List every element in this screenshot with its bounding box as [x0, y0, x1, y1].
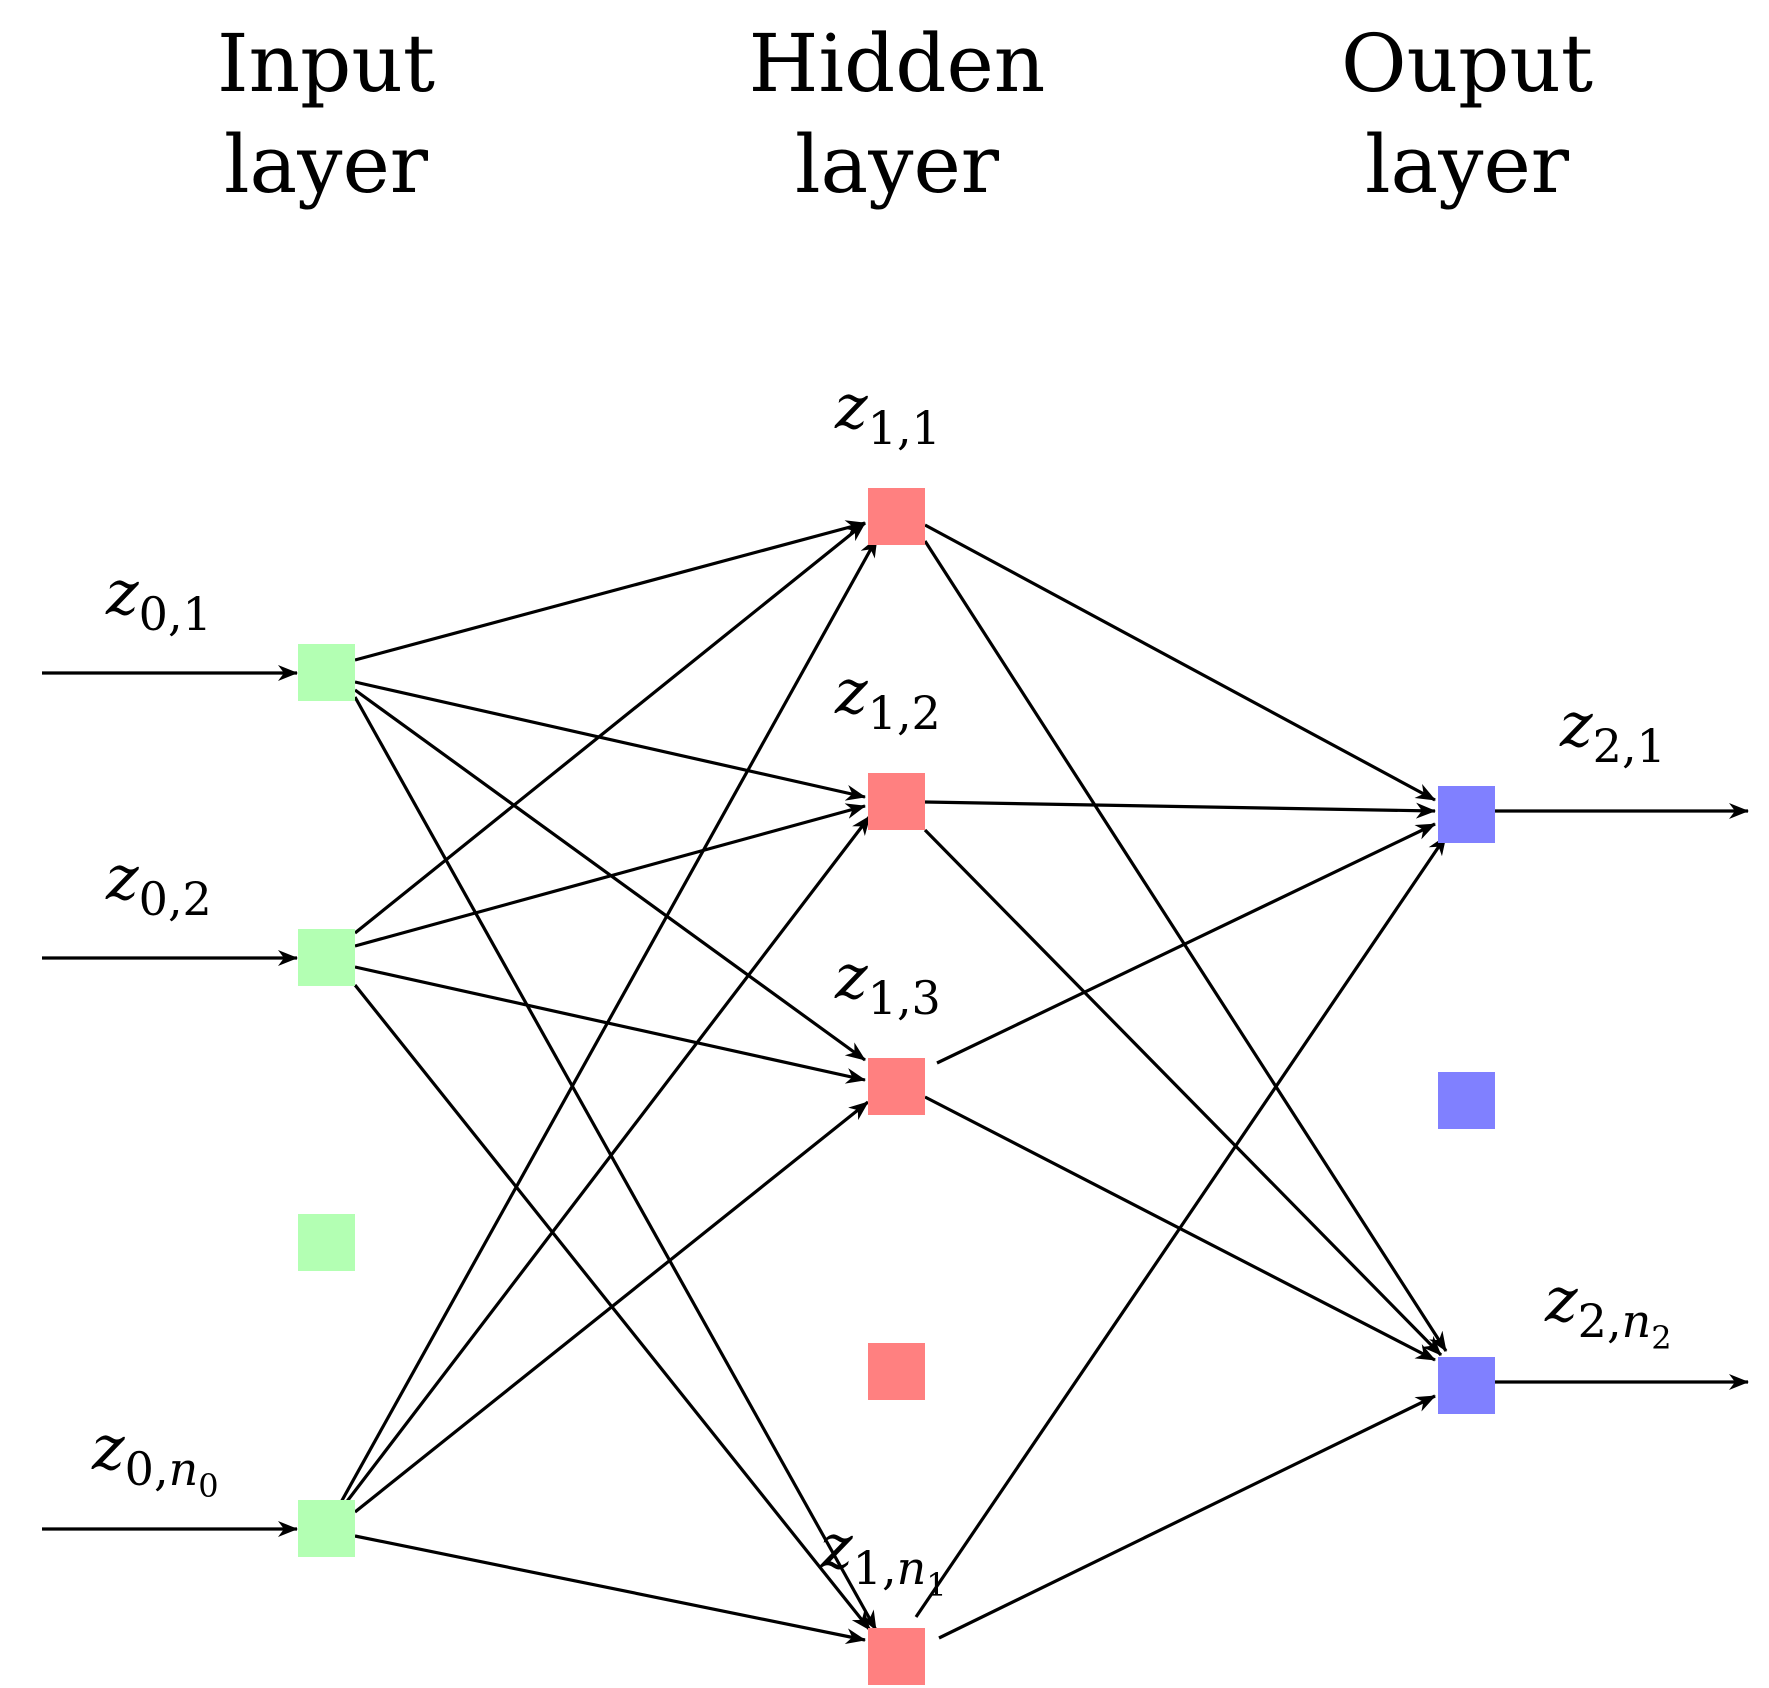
edge-z13-z21	[936, 822, 1436, 1065]
label-z02: z0,2	[105, 841, 212, 926]
label-z0n: z0,n0	[91, 1411, 219, 1505]
node-hidden-ellipsis	[868, 1343, 925, 1400]
edge-z02-z13	[354, 965, 866, 1084]
node-z12	[868, 773, 925, 830]
layer-title-output: Ouput layer	[1341, 17, 1593, 211]
output-nodes	[1438, 786, 1495, 1414]
edge-z11-z2n	[923, 540, 1448, 1352]
edge-z01-z11	[354, 520, 866, 662]
label-z12: z1,2	[834, 655, 941, 740]
node-z2n	[1438, 1357, 1495, 1414]
input-layer-title-line1: Input	[217, 17, 435, 110]
edge-z02-z11	[353, 521, 867, 935]
edge-z02-z12	[354, 803, 866, 948]
edge-z0n-z13	[354, 1100, 869, 1514]
edges	[42, 520, 1749, 1645]
label-z01: z0,1	[105, 556, 212, 641]
edge-z12-z21	[924, 800, 1436, 819]
node-output-ellipsis	[1438, 1072, 1495, 1129]
hidden-nodes	[868, 488, 925, 1685]
output-layer-title-line2: layer	[1365, 118, 1570, 211]
node-z01	[298, 644, 355, 701]
node-z21	[1438, 786, 1495, 843]
label-z13: z1,3	[834, 940, 941, 1025]
edge-z12-z2n	[923, 828, 1443, 1357]
edge-z1n-z2n	[938, 1394, 1436, 1640]
edge-z0n-z1n	[354, 1534, 866, 1645]
node-input-ellipsis	[298, 1214, 355, 1271]
label-z2n: z2,n2	[1544, 1263, 1672, 1357]
label-z21: z2,1	[1559, 688, 1666, 773]
edge-z1n-z21	[914, 835, 1448, 1618]
node-z13	[868, 1058, 925, 1115]
edge-z0n-z11	[338, 537, 879, 1505]
layer-title-hidden: Hidden layer	[749, 17, 1046, 211]
edge-z11-z21	[924, 523, 1436, 802]
hidden-layer-title-line1: Hidden	[749, 17, 1046, 110]
label-z1n: z1,n1	[819, 1510, 947, 1604]
node-z0n	[298, 1500, 355, 1557]
node-labels: z0,1 z0,2 z0,n0 z1,1 z1,2 z1,3 z1,n1 z2,…	[91, 370, 1672, 1604]
edge-z01-z12	[354, 680, 866, 801]
edge-z0n-z12	[343, 815, 872, 1505]
node-z11	[868, 488, 925, 545]
input-nodes	[298, 644, 355, 1557]
label-z11: z1,1	[834, 370, 941, 455]
edge-z01-z1n	[353, 696, 878, 1631]
node-z02	[298, 929, 355, 986]
input-layer-title-line2: layer	[224, 118, 429, 211]
output-layer-title-line1: Ouput	[1341, 17, 1593, 110]
layer-title-input: Input layer	[217, 17, 435, 211]
node-z1n	[868, 1628, 925, 1685]
hidden-layer-title-line2: layer	[795, 118, 1000, 211]
